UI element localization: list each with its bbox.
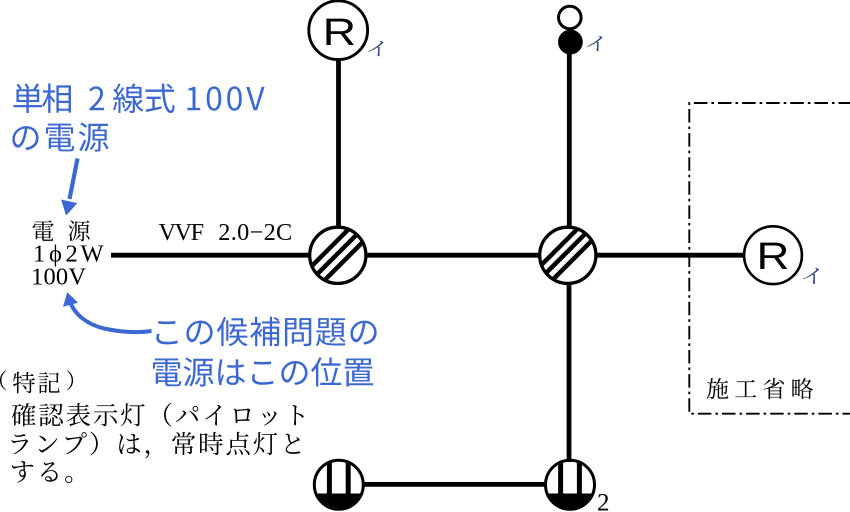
- svg-text:W: W: [81, 241, 105, 268]
- svg-text:2.0−2C: 2.0−2C: [218, 219, 292, 246]
- svg-text:1: 1: [33, 241, 45, 268]
- svg-text:VVF: VVF: [159, 219, 204, 246]
- svg-text:2: 2: [597, 489, 610, 512]
- svg-text:100V: 100V: [31, 263, 86, 290]
- svg-text:2: 2: [66, 241, 78, 268]
- svg-text:ϕ: ϕ: [49, 241, 62, 268]
- svg-text:R: R: [323, 11, 356, 53]
- svg-text:R: R: [757, 235, 790, 278]
